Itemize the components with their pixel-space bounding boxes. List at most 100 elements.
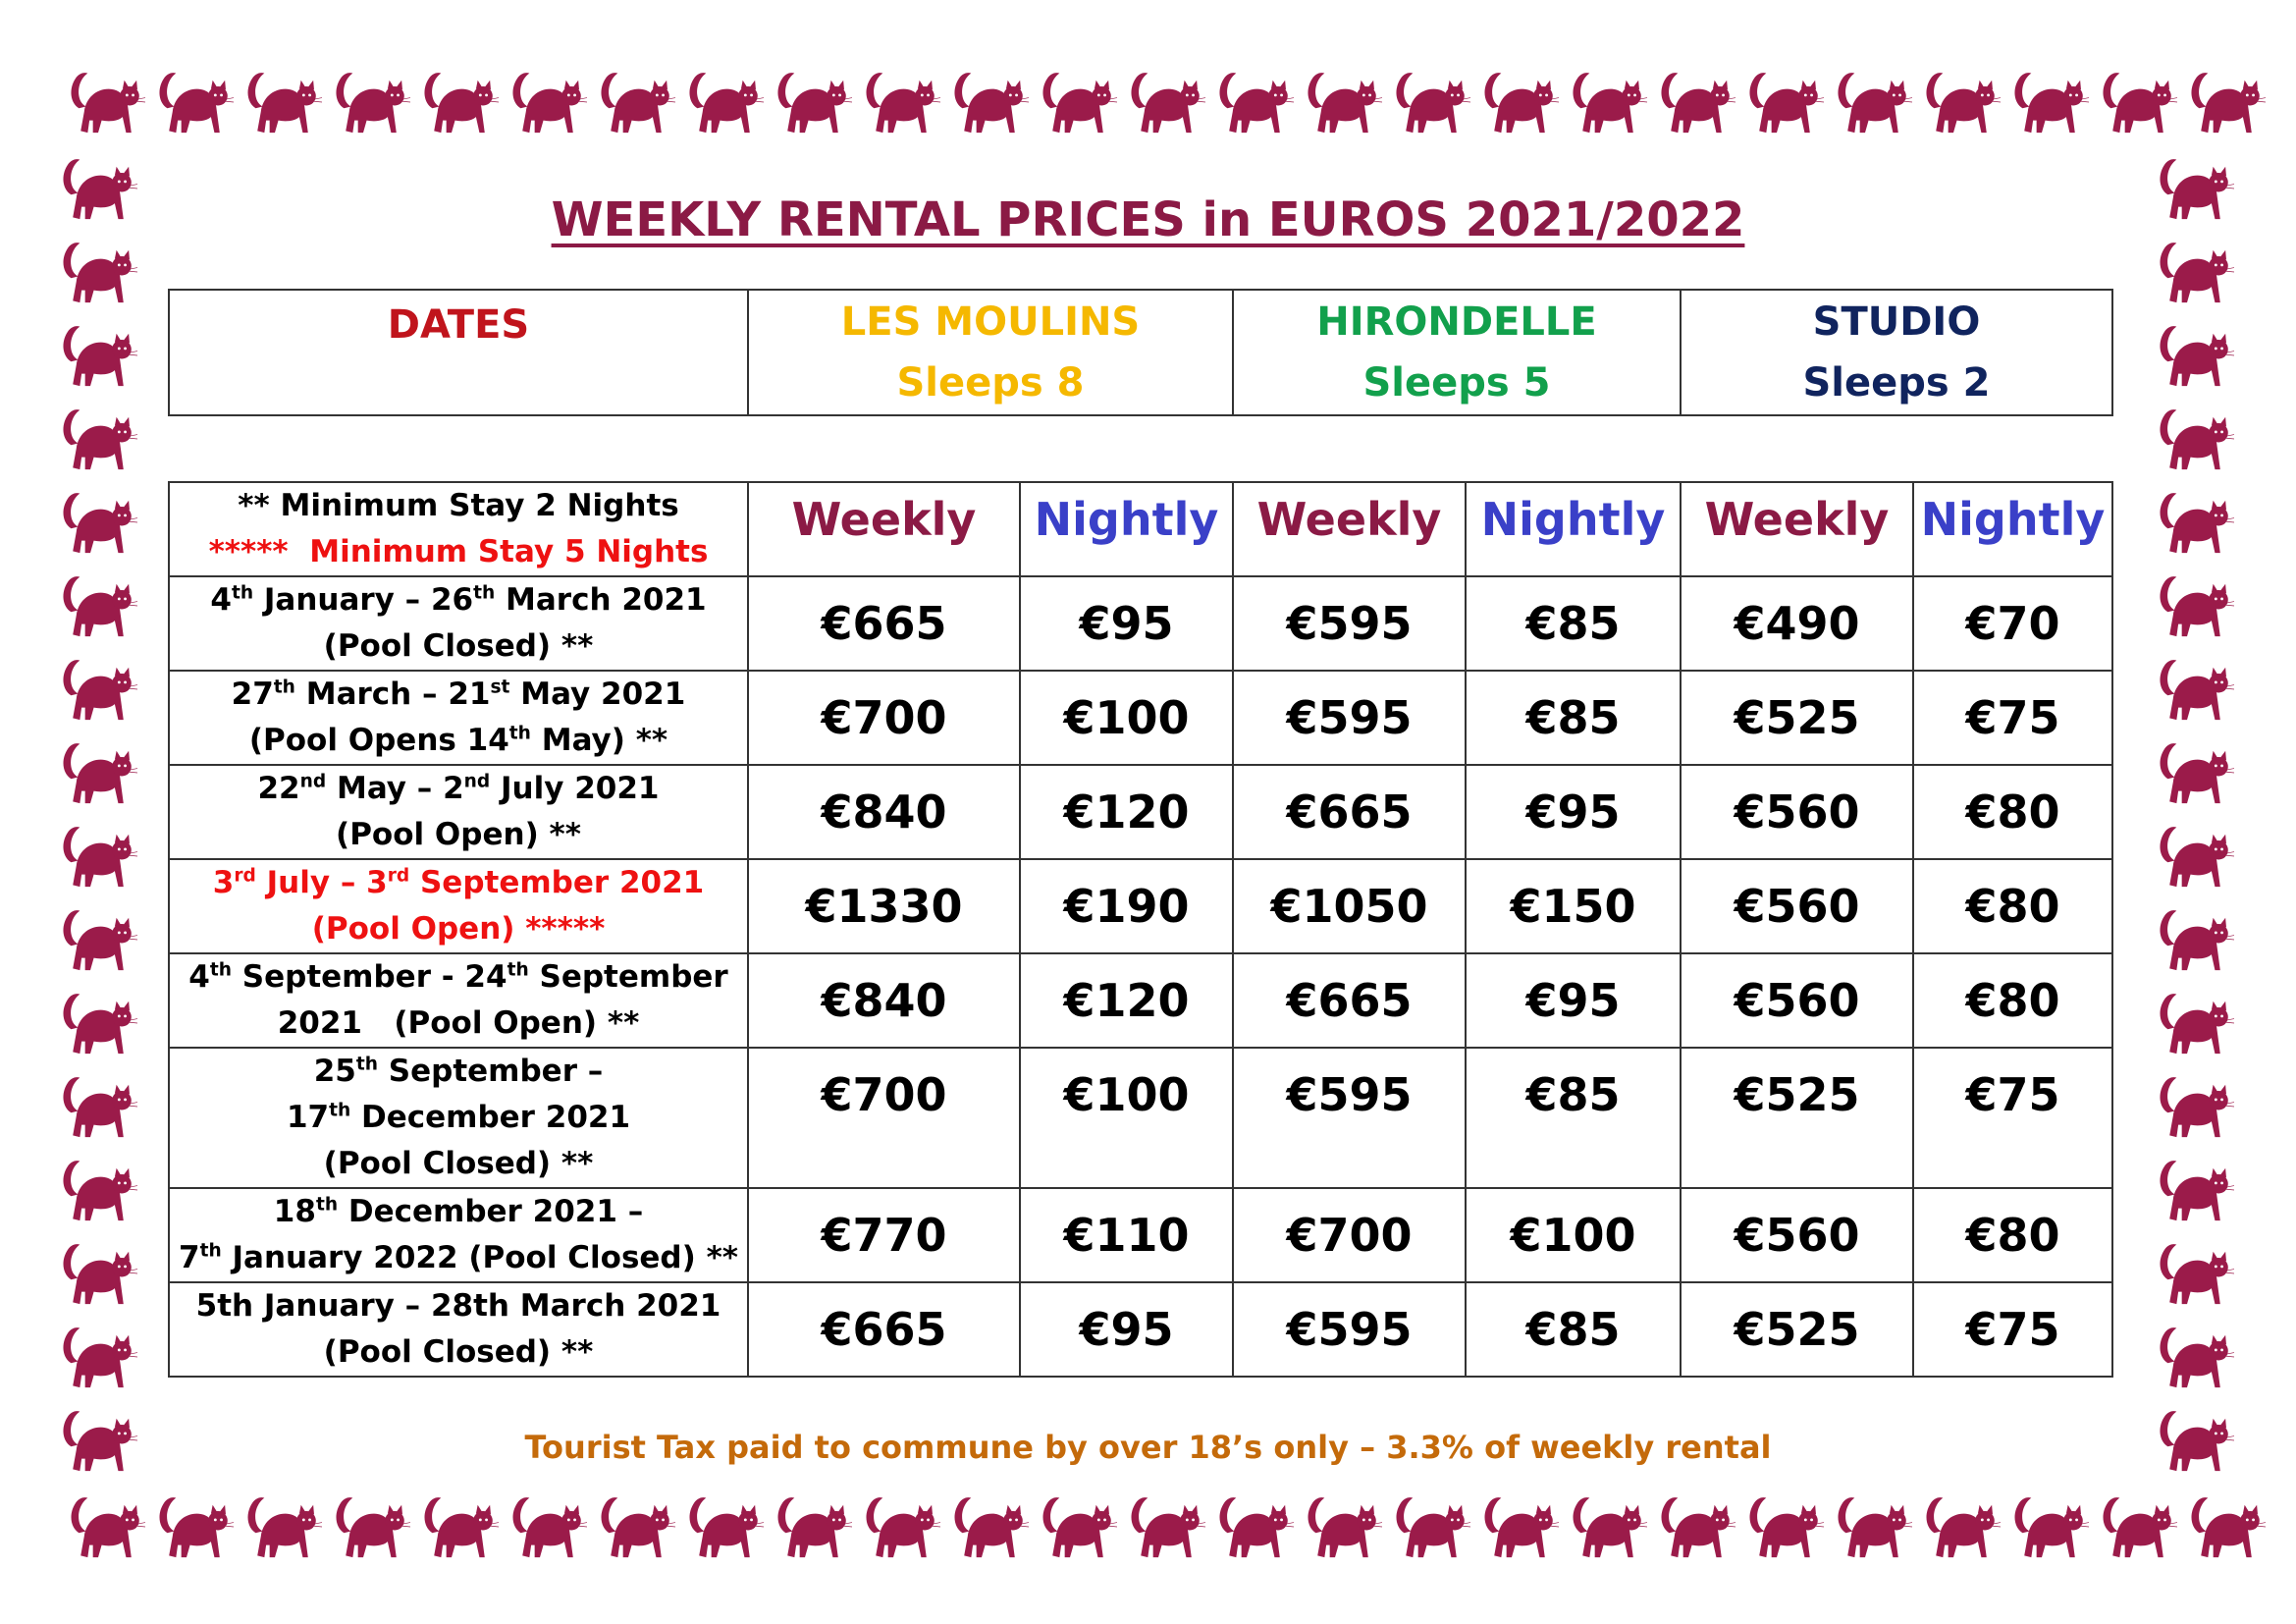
black-cat-icon	[1926, 72, 2001, 134]
black-cat-icon	[1838, 72, 1912, 134]
price-table: ** Minimum Stay 2 Nights ***** Minimum S…	[168, 481, 2113, 1378]
black-cat-icon	[2160, 575, 2234, 637]
black-cat-icon	[247, 1496, 322, 1558]
nightly-price-cell: €75	[1912, 1281, 2113, 1378]
black-cat-icon	[1131, 1496, 1205, 1558]
black-cat-icon	[63, 1243, 137, 1305]
black-cat-icon	[1573, 1496, 1647, 1558]
weekly-price-cell: €525	[1680, 1047, 1914, 1189]
nightly-price-cell: €80	[1912, 1187, 2113, 1283]
column-header-weekly: Weekly	[1680, 481, 1914, 577]
black-cat-icon	[1396, 72, 1470, 134]
black-cat-icon	[2160, 492, 2234, 554]
column-header-nightly: Nightly	[1912, 481, 2113, 577]
black-cat-icon	[336, 1496, 410, 1558]
black-cat-icon	[512, 1496, 587, 1558]
weekly-price-cell: €595	[1232, 670, 1467, 766]
date-range-cell: 25th September –17th December 2021(Pool …	[168, 1047, 749, 1189]
black-cat-icon	[2160, 408, 2234, 470]
weekly-price-cell: €665	[747, 1281, 1021, 1378]
property-hirondelle: HIRONDELLE Sleeps 5	[1232, 289, 1682, 416]
black-cat-icon	[63, 1160, 137, 1221]
property-name: STUDIO	[1812, 299, 1981, 345]
black-cat-icon	[63, 575, 137, 637]
column-header-row: ** Minimum Stay 2 Nights ***** Minimum S…	[168, 481, 2113, 577]
weekly-price-cell: €1330	[747, 858, 1021, 954]
black-cat-icon	[2160, 1326, 2234, 1388]
nightly-price-cell: €95	[1019, 575, 1234, 672]
nightly-price-cell: €85	[1465, 1281, 1682, 1378]
nightly-price-cell: €95	[1019, 1281, 1234, 1378]
black-cat-icon	[247, 72, 322, 134]
nightly-price-cell: €95	[1465, 952, 1682, 1049]
date-range-cell: 22nd May – 2nd July 2021(Pool Open) **	[168, 764, 749, 860]
black-cat-icon	[71, 72, 145, 134]
black-cat-icon	[63, 408, 137, 470]
black-cat-icon	[954, 1496, 1029, 1558]
black-cat-icon	[1308, 1496, 1382, 1558]
property-sleeps: Sleeps 2	[1802, 360, 1991, 406]
property-name: LES MOULINS	[840, 299, 1141, 345]
weekly-price-cell: €1050	[1232, 858, 1467, 954]
column-header-nightly: Nightly	[1019, 481, 1234, 577]
property-les-moulins: LES MOULINS Sleeps 8	[747, 289, 1234, 416]
date-range-cell: 27th March – 21st May 2021(Pool Opens 14…	[168, 670, 749, 766]
black-cat-icon	[954, 72, 1029, 134]
nightly-price-cell: €100	[1019, 1047, 1234, 1189]
black-cat-icon	[424, 1496, 499, 1558]
black-cat-icon	[1219, 1496, 1294, 1558]
black-cat-icon	[2160, 242, 2234, 303]
nightly-price-cell: €190	[1019, 858, 1234, 954]
weekly-price-cell: €700	[747, 670, 1021, 766]
black-cat-icon	[1661, 1496, 1735, 1558]
table-row: 27th March – 21st May 2021(Pool Opens 14…	[168, 670, 2113, 766]
table-row: 5th January – 28th March 2021(Pool Close…	[168, 1281, 2113, 1378]
nightly-price-cell: €95	[1465, 764, 1682, 860]
weekly-price-cell: €560	[1680, 764, 1914, 860]
black-cat-icon	[1749, 1496, 1824, 1558]
black-cat-icon	[689, 1496, 764, 1558]
black-cat-icon	[63, 242, 137, 303]
black-cat-icon	[2160, 993, 2234, 1055]
black-cat-icon	[1661, 72, 1735, 134]
weekly-price-cell: €560	[1680, 858, 1914, 954]
black-cat-icon	[63, 826, 137, 888]
black-cat-icon	[1396, 1496, 1470, 1558]
black-cat-icon	[777, 72, 852, 134]
weekly-price-cell: €560	[1680, 1187, 1914, 1283]
nightly-price-cell: €80	[1912, 858, 2113, 954]
dates-header: DATES	[168, 289, 749, 416]
nightly-price-cell: €100	[1465, 1187, 1682, 1283]
black-cat-icon	[689, 72, 764, 134]
black-cat-icon	[63, 659, 137, 721]
nightly-price-cell: €85	[1465, 670, 1682, 766]
black-cat-icon	[159, 72, 234, 134]
table-row: 25th September –17th December 2021(Pool …	[168, 1047, 2113, 1189]
black-cat-icon	[63, 325, 137, 387]
weekly-price-cell: €595	[1232, 1047, 1467, 1189]
table-row: 18th December 2021 –7th January 2022 (Po…	[168, 1187, 2113, 1283]
weekly-price-cell: €840	[747, 952, 1021, 1049]
black-cat-icon	[2160, 1076, 2234, 1138]
nightly-price-cell: €85	[1465, 1047, 1682, 1189]
table-row: 4th January – 26th March 2021(Pool Close…	[168, 575, 2113, 672]
black-cat-icon	[63, 909, 137, 971]
date-range-cell: 5th January – 28th March 2021(Pool Close…	[168, 1281, 749, 1378]
weekly-price-cell: €525	[1680, 670, 1914, 766]
nightly-price-cell: €85	[1465, 575, 1682, 672]
legend-min-5-nights: ***** Minimum Stay 5 Nights	[208, 534, 709, 569]
black-cat-icon	[866, 1496, 940, 1558]
nightly-price-cell: €120	[1019, 764, 1234, 860]
weekly-price-cell: €525	[1680, 1281, 1914, 1378]
nightly-price-cell: €110	[1019, 1187, 1234, 1283]
weekly-price-cell: €700	[1232, 1187, 1467, 1283]
minimum-stay-legend: ** Minimum Stay 2 Nights ***** Minimum S…	[168, 481, 749, 577]
weekly-price-cell: €595	[1232, 1281, 1467, 1378]
black-cat-icon	[1484, 1496, 1559, 1558]
property-sleeps: Sleeps 8	[896, 360, 1085, 406]
black-cat-icon	[1749, 72, 1824, 134]
black-cat-icon	[2103, 1496, 2177, 1558]
black-cat-icon	[1838, 1496, 1912, 1558]
